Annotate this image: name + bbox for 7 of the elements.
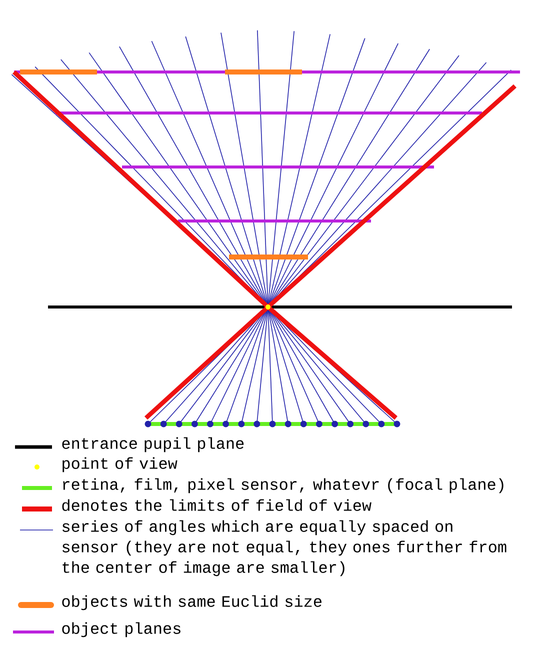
legend-text: denotes the limits of field of view [62,499,372,511]
legend-text: objects with same Euclid size [62,595,322,610]
legend-text: object planes [62,622,180,638]
legend-text: retina, film, pixel sensor, whatevr (focal plane) [63,478,504,494]
legend-text: series of angles which are equally spaced on sensor (they are not equal, they ones further from the center of image are smaller) [62,520,506,576]
legend-text: entrance pupil plane [62,437,244,452]
legend-text: point of view [62,457,178,472]
